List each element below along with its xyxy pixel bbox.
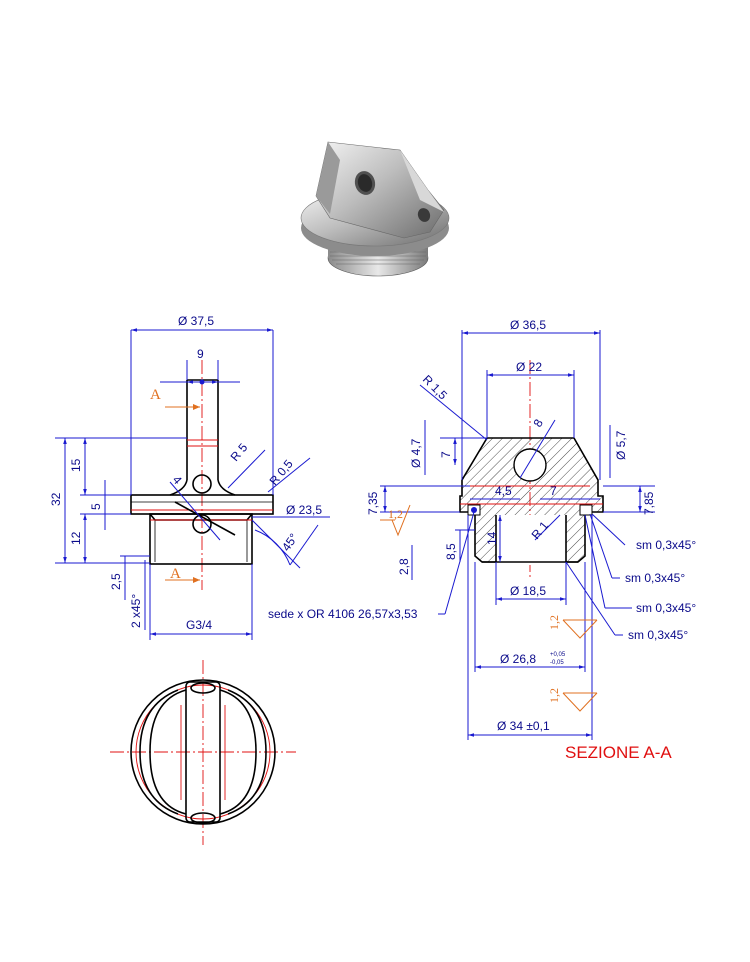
oring-note: sede x OR 4106 26,57x3,53 — [268, 607, 418, 621]
dim-g34: G3/4 — [186, 618, 212, 632]
dim-7-85: 7,85 — [642, 491, 656, 515]
tol-minus: -0,05 — [550, 660, 564, 666]
dim-diam-23-5: Ø 23,5 — [286, 503, 322, 517]
section-title: SEZIONE A-A — [565, 743, 672, 762]
dim-7-35: 7,35 — [366, 491, 380, 515]
dim-15: 15 — [69, 458, 83, 472]
dim-4-5: 4,5 — [495, 484, 512, 498]
dim-2x45: 2 x45° — [129, 594, 143, 628]
dim-12: 12 — [69, 531, 83, 545]
dim-diam-18-5: Ø 18,5 — [510, 584, 546, 598]
dim-2-5: 2,5 — [109, 573, 123, 590]
dim-diam-37-5: Ø 37,5 — [178, 314, 214, 328]
dim-r5: R 5 — [228, 440, 251, 464]
chamfer-4: sm 0,3x45° — [628, 628, 688, 642]
dim-5: 5 — [89, 503, 103, 510]
section-view: Ø 36,5 Ø 22 R 1,5 Ø 4,7 7 8 Ø 5,7 7,35 4… — [268, 318, 696, 762]
isometric-view — [300, 141, 450, 277]
chamfer-2: sm 0,3x45° — [625, 571, 685, 585]
roughness-3: 1,2 — [547, 688, 561, 703]
tol-plus: +0,05 — [550, 652, 566, 658]
dim-diam-5-7: Ø 5,7 — [614, 430, 628, 460]
dim-7-right: 7 — [550, 484, 557, 498]
dim-diam-34: Ø 34 ±0,1 — [497, 719, 550, 733]
dim-32: 32 — [49, 492, 63, 506]
dim-8: 8 — [530, 416, 546, 429]
dim-2-8: 2,8 — [397, 558, 411, 575]
dim-diam-22: Ø 22 — [516, 360, 542, 374]
dim-7-left: 7 — [439, 451, 453, 458]
dim-8-5: 8,5 — [444, 543, 458, 560]
dim-diam-4-7: Ø 4,7 — [409, 438, 423, 468]
dim-9: 9 — [197, 347, 204, 361]
section-mark-bottom: A — [170, 566, 181, 582]
dim-14: 14 — [485, 531, 499, 545]
chamfer-1: sm 0,3x45° — [636, 538, 696, 552]
roughness-2: 1,2 — [547, 615, 561, 630]
dim-diam-26-8: Ø 26,8 — [500, 652, 536, 666]
front-view: Ø 37,5 9 32 15 5 12 R 5 R 0,5 4 Ø 23,5 4… — [49, 314, 330, 640]
roughness-1: 1,2 — [388, 507, 403, 521]
section-mark-top: A — [150, 387, 161, 403]
chamfer-3: sm 0,3x45° — [636, 601, 696, 615]
dim-r1-5: R 1,5 — [420, 372, 450, 402]
dim-diam-36-5: Ø 36,5 — [510, 318, 546, 332]
dim-4: 4 — [170, 473, 185, 487]
top-view — [110, 660, 296, 845]
